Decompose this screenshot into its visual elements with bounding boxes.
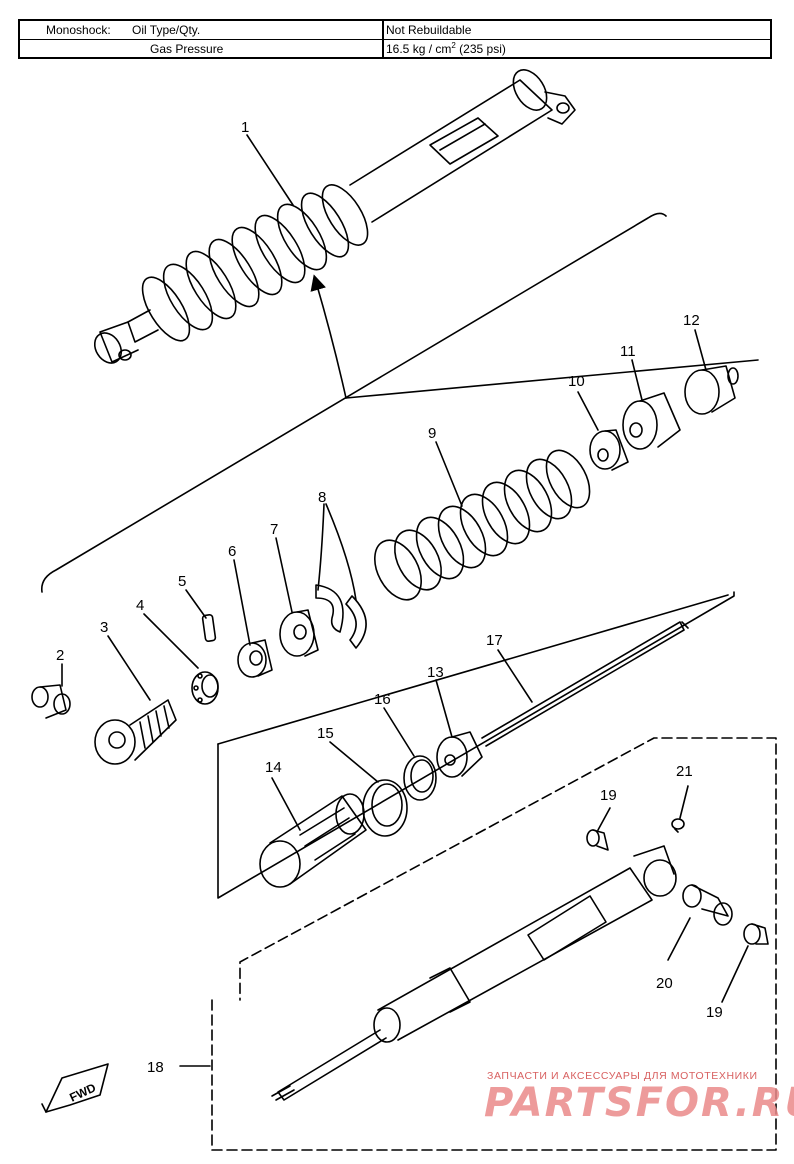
callout-10: 10 (568, 373, 585, 390)
callout-11: 11 (620, 343, 636, 360)
callout-4: 4 (136, 597, 144, 614)
part-9-spring (374, 449, 591, 601)
callout-16: 16 (374, 691, 391, 708)
callout-3: 3 (100, 619, 108, 636)
callout-9: 9 (428, 425, 436, 442)
watermark-brand: PARTSFOR.RU (484, 1080, 794, 1126)
callout-20: 20 (656, 975, 673, 992)
part-19-collar (586, 829, 609, 851)
table-row: Gas Pressure 16.5 kg / cm2 (235 psi) (20, 40, 770, 58)
part-10-washer (589, 429, 629, 471)
part-3-eye-bolt (94, 699, 177, 765)
part-6-nut (237, 639, 273, 678)
part-13-piston (436, 731, 483, 778)
callout-19: 19 (600, 787, 617, 804)
leader-lines (61, 134, 749, 1067)
assembled-shock-absorber (93, 69, 576, 364)
callout-5: 5 (178, 573, 186, 590)
watermark-tagline: ЗАПЧАСТИ И АКСЕССУАРЫ ДЛЯ МОТОТЕХНИКИ (487, 1070, 758, 1082)
callout-13: 13 (427, 664, 444, 681)
part-12-cap (684, 365, 739, 415)
fwd-arrow (41, 1063, 109, 1113)
callout-6: 6 (228, 543, 236, 560)
part-5-pin (201, 614, 217, 642)
part-8-retainers (315, 584, 367, 649)
callout-21: 21 (676, 763, 693, 780)
callout-2: 2 (56, 647, 64, 664)
callout-14: 14 (265, 759, 282, 776)
part-20-bushing (633, 845, 733, 926)
callout-19-bottom: 19 (706, 1004, 723, 1021)
part-15-ring (362, 779, 408, 837)
part-18-damper (271, 867, 653, 1101)
part-7-spring-seat (279, 609, 319, 657)
spec-value: 16.5 kg / cm2 (235 psi) (386, 41, 506, 57)
damper-boundary (211, 737, 777, 1151)
part-2-bushing (31, 684, 71, 719)
callout-8: 8 (318, 489, 326, 506)
part-11-bump-rubber (622, 392, 681, 450)
part-17-rod (481, 621, 689, 747)
callout-15: 15 (317, 725, 334, 742)
spec-label: Oil Type/Qty. (132, 23, 201, 37)
part-21-screw (671, 818, 685, 833)
table-row: Monoshock: Oil Type/Qty. Not Rebuildable (20, 21, 770, 40)
part-19-collar-bottom (743, 923, 769, 945)
group-boundary-line (40, 212, 667, 593)
subassembly-boundary (217, 591, 735, 899)
spec-table: Monoshock: Oil Type/Qty. Not Rebuildable… (18, 19, 772, 59)
callout-7: 7 (270, 521, 278, 538)
spec-label: Gas Pressure (150, 42, 224, 56)
part-16-clip (403, 755, 437, 801)
callout-numbers: 1 2 3 4 5 6 7 8 9 10 11 12 13 14 15 16 1… (56, 119, 723, 1076)
callout-1: 1 (241, 119, 249, 136)
assembly-arrow (310, 274, 347, 399)
part-14-sleeve (259, 793, 367, 888)
callout-18: 18 (147, 1059, 164, 1076)
callout-12: 12 (683, 312, 700, 329)
part-4-adjuster (191, 671, 219, 705)
callout-17: 17 (486, 632, 503, 649)
component-label: Monoshock: (46, 23, 111, 37)
spec-value: Not Rebuildable (386, 23, 472, 37)
